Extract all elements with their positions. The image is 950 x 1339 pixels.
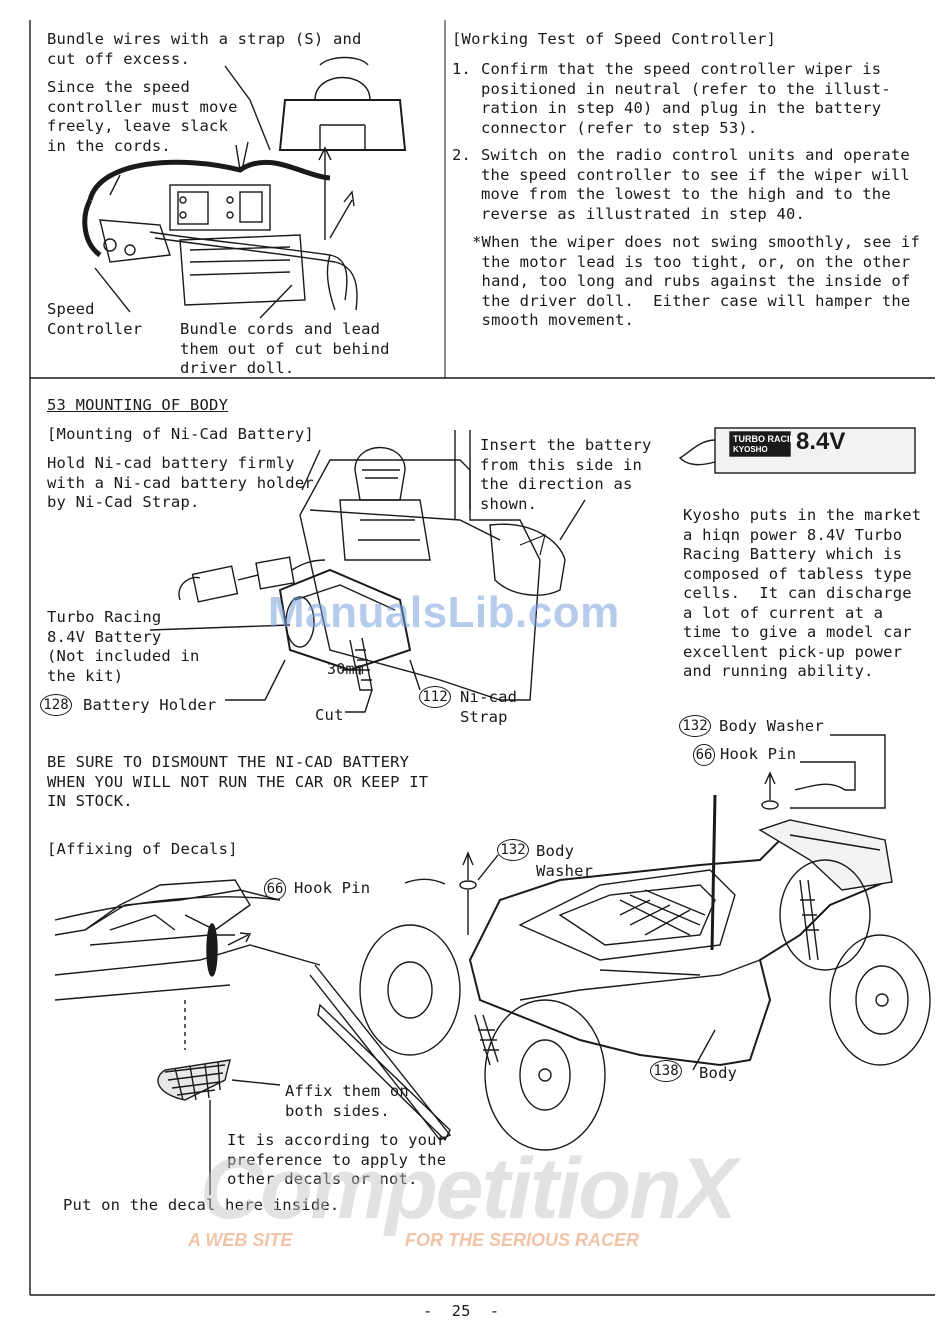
competitionx-tagline-right: FOR THE SERIOUS RACER: [405, 1230, 640, 1250]
speed-controller-label: Speed Controller: [47, 300, 143, 338]
body-washer-label-right: Body Washer: [719, 717, 824, 735]
step2-text: Switch on the radio control units and op…: [481, 146, 910, 223]
bundle-wires-note: Bundle wires with a strap (S) and cut of…: [47, 30, 362, 68]
part-number-128: 128: [40, 694, 72, 716]
step1-text: Confirm that the speed controller wiper …: [481, 60, 891, 137]
battery-holder-label: Battery Holder: [83, 696, 217, 714]
step2-number: 2.: [452, 146, 472, 164]
part-number-112: 112: [419, 686, 451, 708]
cut-label: Cut: [315, 706, 344, 724]
part-number-66-right: 66: [693, 744, 715, 766]
battery-mounting-illustration: [149, 430, 586, 713]
speed-controller-illustration: [82, 56, 407, 319]
bundle-cords-note: Bundle cords and lead them out of cut be…: [180, 320, 390, 377]
working-test-heading: [Working Test of Speed Controller]: [452, 30, 777, 48]
part-number-138: 138: [650, 1060, 682, 1082]
part-number-132-left: 132: [497, 839, 529, 861]
decals-heading: [Affixing of Decals]: [47, 840, 238, 858]
part-number-66-left: 66: [264, 878, 286, 900]
competitionx-tagline-left: A WEB SITE: [188, 1230, 293, 1250]
battery-heading: [Mounting of Ni-Cad Battery]: [47, 425, 314, 443]
competitionx-watermark: CompetitionX: [200, 1141, 737, 1237]
dismount-warning: BE SURE TO DISMOUNT THE NI-CAD BATTERY W…: [47, 753, 429, 810]
measurement-30mm: 30mm: [327, 660, 364, 678]
hook-pin-label-right: Hook Pin: [720, 745, 797, 763]
part-number-132-right: 132: [679, 715, 711, 737]
insert-battery-note: Insert the battery from this side in the…: [480, 436, 652, 513]
leave-slack-note: Since the speed controller must move fre…: [47, 78, 238, 155]
body-washer-label-left: Body Washer: [536, 842, 594, 880]
decal-preference-note: It is according to your preference to ap…: [227, 1131, 447, 1188]
page-number: - 25 -: [423, 1302, 500, 1320]
battery-voltage-label: 8.4V: [796, 428, 846, 455]
battery-instructions: Hold Ni-cad battery firmly with a Ni-cad…: [47, 454, 314, 511]
battery-product-image: [678, 427, 916, 474]
ni-cad-strap-label: Ni-cad Strap: [460, 688, 518, 726]
battery-brand-label: TURBO RACING: [733, 434, 803, 444]
put-decal-inside-note: Put on the decal here inside.: [63, 1196, 340, 1214]
section-title: 53 MOUNTING OF BODY: [47, 396, 229, 414]
turbo-racing-label: Turbo Racing 8.4V Battery (Not included …: [47, 608, 200, 685]
step1-number: 1.: [452, 60, 472, 78]
buggy-body-illustration: [317, 734, 931, 1151]
wiper-note: *When the wiper does not swing smoothly,…: [472, 233, 920, 329]
body-label: Body: [699, 1064, 738, 1082]
battery-maker-label: KYOSHO: [733, 445, 768, 454]
manualslib-watermark: ManualsLib.com: [268, 588, 620, 637]
decal-closeup-illustration: [54, 879, 452, 1195]
kyosho-turbo-note: Kyosho puts in the market a hiqn power 8…: [683, 506, 922, 680]
hook-pin-label-left: Hook Pin: [294, 879, 371, 897]
affix-both-sides-note: Affix them on both sides.: [285, 1082, 409, 1120]
